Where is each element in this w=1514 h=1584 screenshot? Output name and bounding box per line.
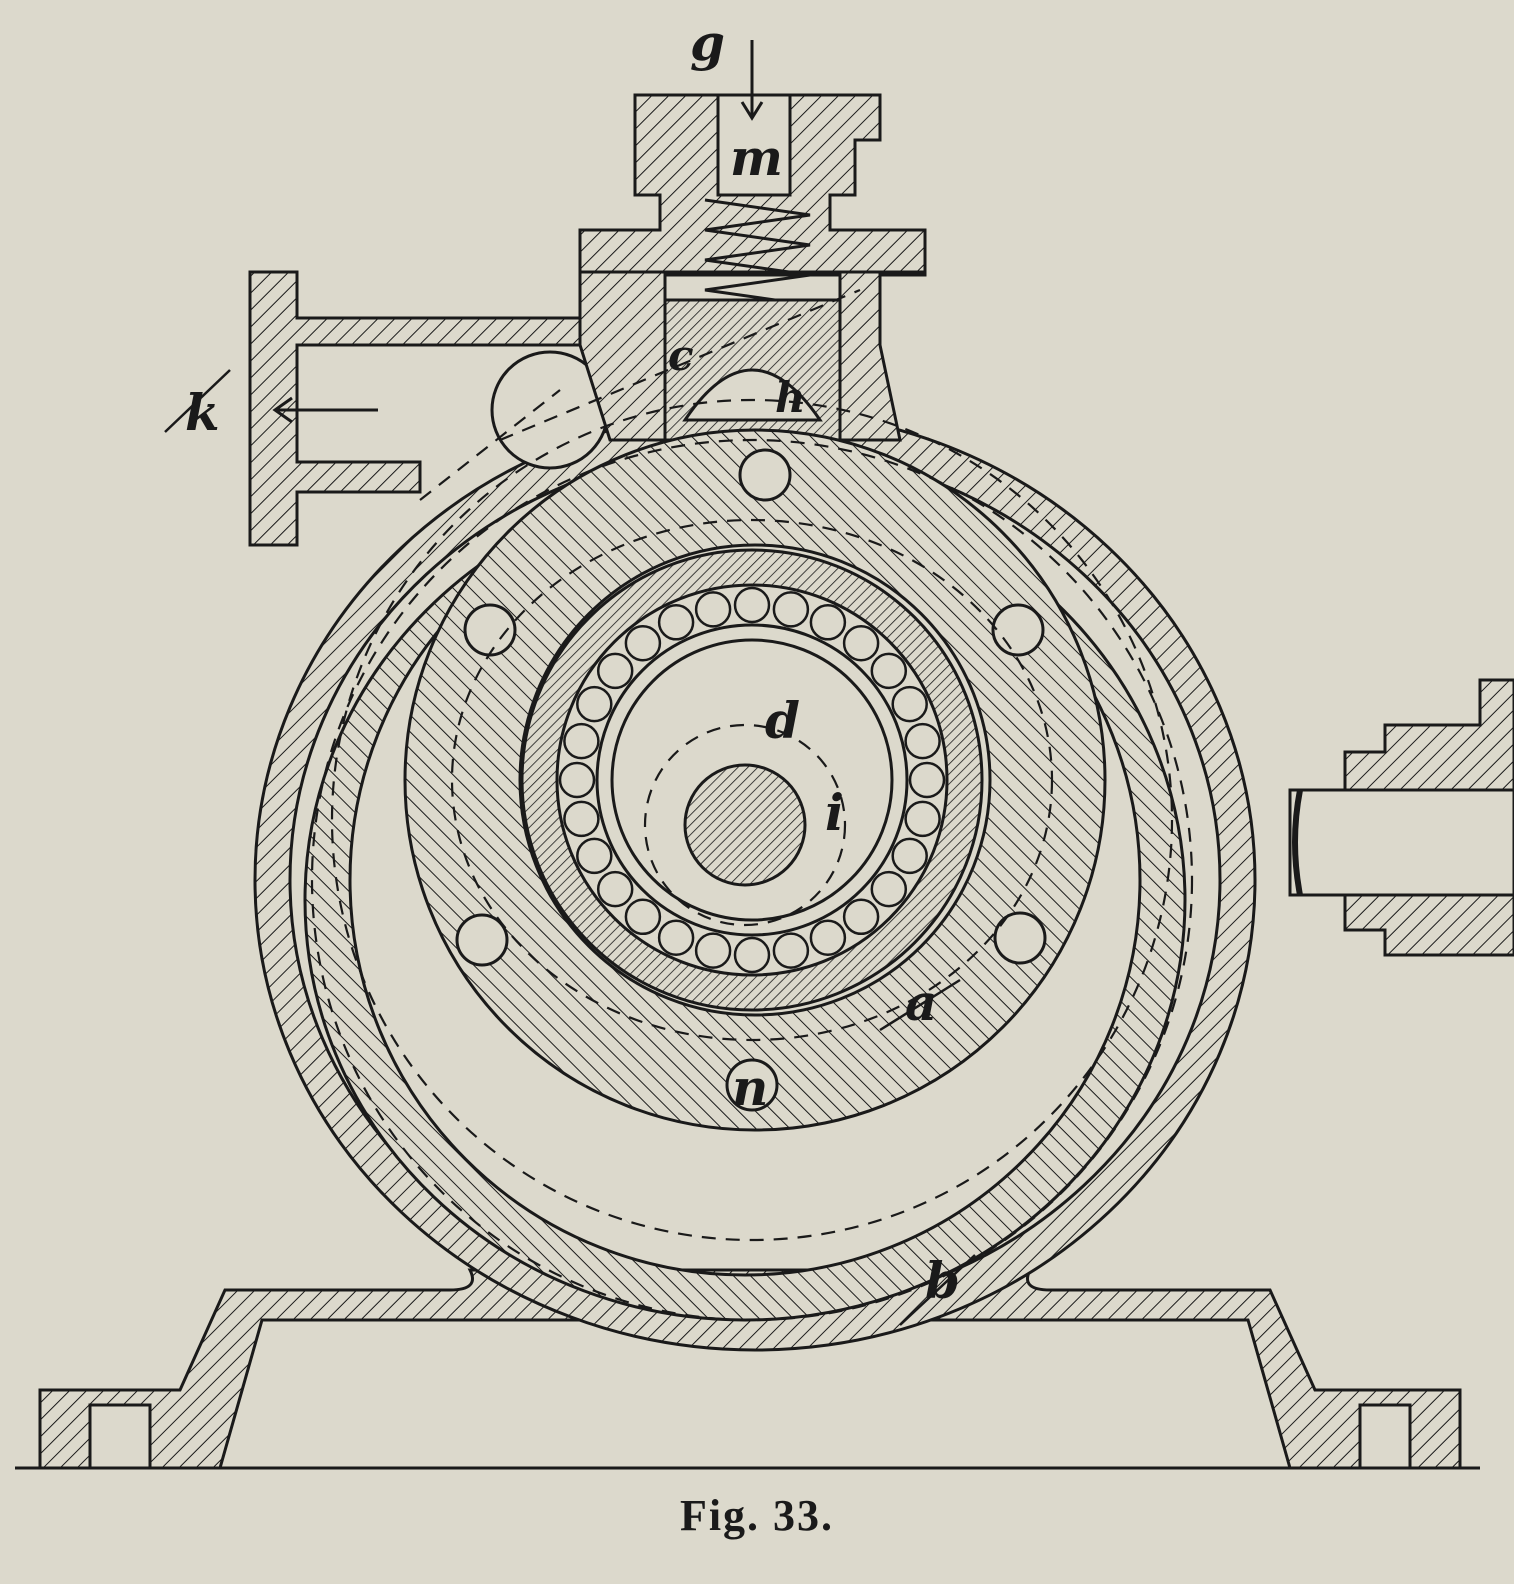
base-foot (38, 1268, 1462, 1470)
label-a: a (905, 973, 937, 1032)
bearing-ball (694, 591, 732, 628)
valve-spring (704, 198, 811, 307)
bearing-ball (904, 722, 941, 760)
bearing-balls (558, 586, 946, 974)
bearing-ball (809, 604, 847, 641)
bearing-ball (908, 761, 946, 799)
shaft (683, 763, 807, 887)
bearing-ball (904, 800, 941, 838)
bearing-ball (891, 685, 928, 723)
label-i: i (825, 783, 844, 842)
rotor-hole (738, 448, 792, 502)
bearing-ball (563, 722, 600, 760)
bearing-ball (596, 652, 634, 690)
bearing-ball (870, 870, 908, 908)
bearing-ball (576, 837, 613, 875)
label-n: n (732, 1058, 768, 1117)
rotor-hole (455, 913, 509, 967)
bearing-ball (733, 586, 771, 624)
bearing-ball (558, 761, 596, 799)
valve-dome (682, 368, 823, 422)
rotor-hole (991, 603, 1045, 657)
bearing-ball (694, 932, 732, 969)
bearing-ball (842, 624, 880, 662)
bearing-ball (657, 604, 695, 641)
label-k: k (185, 383, 220, 442)
bearing-ball (624, 624, 662, 662)
label-d: d (765, 691, 800, 750)
label-m: m (730, 128, 783, 187)
label-g: g (690, 13, 725, 72)
bearing-ball (624, 898, 662, 936)
bearing-ball (563, 800, 600, 838)
bearing-ball (576, 685, 613, 723)
label-h: h (775, 373, 806, 422)
figure-caption: Fig. 33. (679, 1491, 835, 1540)
label-b: b (925, 1251, 960, 1310)
bearing-ball (809, 919, 847, 956)
bearing-ball (657, 919, 695, 956)
bearing-ball (733, 936, 771, 974)
label-c: c (668, 331, 694, 380)
bearing-ball (891, 837, 928, 875)
bearing-ball (870, 652, 908, 690)
bearing-ball (842, 898, 880, 936)
bearing-ball (596, 870, 634, 908)
bearing-ball (772, 932, 810, 969)
rotor-hole (993, 911, 1047, 965)
rotor-hole (725, 1058, 779, 1112)
bearing-ball (772, 591, 810, 628)
